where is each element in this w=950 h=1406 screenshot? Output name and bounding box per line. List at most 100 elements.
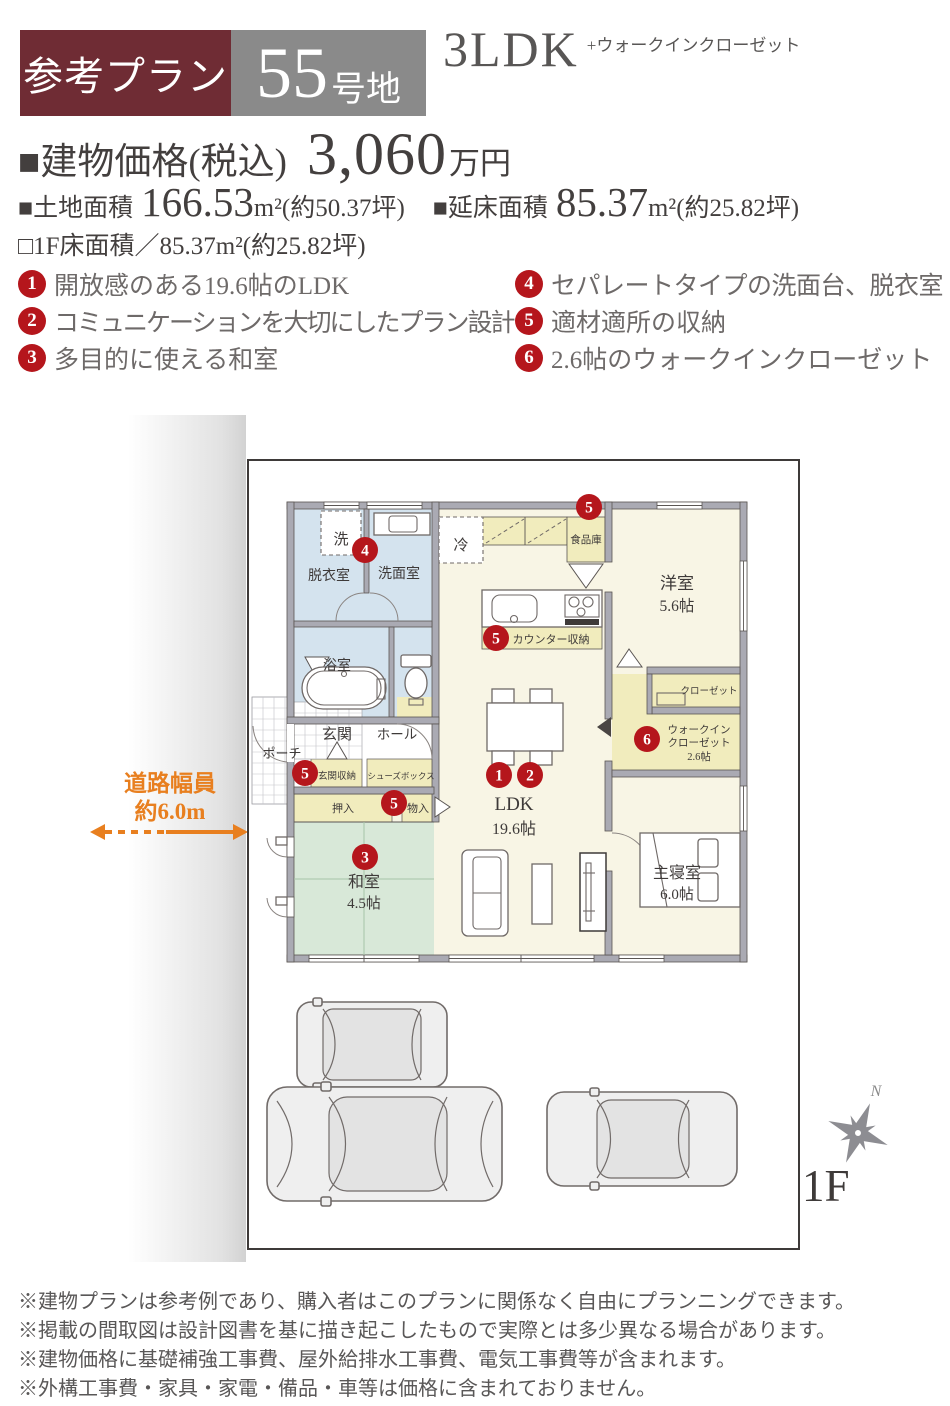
road-width-arrow: [90, 824, 248, 840]
closet-door-triangle: [616, 648, 643, 668]
badge-storage: 5: [381, 790, 407, 816]
floor-area-value: 85.37: [555, 179, 649, 225]
laundry-label: 洗: [333, 531, 348, 548]
layout-type-suffix: +ウォークインクローゼット: [586, 36, 801, 55]
wic-size: 2.6帖: [687, 750, 711, 763]
road-width-line1: 道路幅員: [124, 771, 216, 796]
bathtub: [301, 666, 387, 710]
compass-star: [828, 1103, 888, 1163]
feature-number-badge: 5: [515, 307, 543, 335]
porch-label: ポーチ: [262, 746, 301, 761]
badge-ldk-1: 1: [486, 762, 512, 788]
feature-text: 2.6帖のウォークインクローゼット: [551, 347, 933, 374]
badge-wic: 6: [634, 726, 660, 752]
svg-text:1: 1: [495, 768, 503, 785]
storage-label: 物入: [407, 801, 429, 815]
building-price: ■建物価格(税込) 3,060 万円: [18, 124, 511, 185]
windows: [286, 501, 748, 963]
svg-text:2: 2: [526, 768, 534, 785]
layout-type-main: 3LDK: [443, 21, 579, 77]
closet-label: クローゼット: [680, 685, 737, 697]
ldk-label: LDK: [494, 794, 533, 815]
svg-text:5: 5: [585, 500, 593, 517]
western-room-label: 洋室: [660, 574, 694, 593]
oshiire-label: 押入: [332, 801, 354, 815]
feature-item-6: 6 2.6帖のウォークインクローゼット: [515, 341, 932, 375]
lot-number: 55: [255, 33, 328, 113]
storage-door-triangle: [434, 796, 451, 818]
feature-number-badge: 6: [515, 344, 543, 372]
feature-text: 適材適所の収納: [551, 310, 727, 337]
svg-text:6: 6: [643, 732, 651, 749]
lot-number-suffix: 号地: [330, 69, 401, 109]
plan-badges: 5 4 5 6 5 5 1 2 3: [292, 494, 660, 870]
road-gradient-strip: [0, 415, 246, 1262]
compass-north-label: N: [870, 1083, 883, 1100]
lot-number-badge: 55 号地: [231, 30, 426, 116]
arrow-left-head: [90, 824, 105, 840]
first-floor-area: □1F床面積／85.37m²(約25.82坪): [18, 233, 366, 260]
svg-text:5: 5: [301, 766, 309, 783]
land-area-tsubo: (約50.37坪): [281, 195, 405, 222]
layout-type: 3LDK +ウォークインクローゼット: [443, 24, 800, 74]
footnote-line: ※掲載の間取図は設計図書を基に描き起こしたもので実際とは多少異なる場合があります…: [18, 1320, 836, 1342]
pantry-label: 食品庫: [570, 533, 602, 546]
footnote-line: ※建物プランは参考例であり、購入者はこのプランに関係なく自由にプランニングできま…: [18, 1291, 855, 1313]
floor-plan: 洗 脱衣室 洗面室 浴室 冷 食品庫 カウンター収納 洋室 5.6帖 クローゼッ…: [251, 494, 748, 1207]
bed: [639, 832, 741, 908]
svg-text:3: 3: [361, 850, 369, 867]
plan-type-label: 参考プラン: [23, 54, 228, 99]
room-labels: 洗 脱衣室 洗面室 浴室 冷 食品庫 カウンター収納 洋室 5.6帖 クローゼッ…: [262, 531, 737, 912]
feature-number-badge: 1: [18, 270, 46, 298]
japanese-room-label: 和室: [348, 873, 380, 891]
wic-entry-arrow: [597, 717, 611, 737]
plan-type-badge: 参考プラン: [20, 30, 231, 116]
feature-number-badge: 2: [18, 307, 46, 335]
floor-area-label: ■延床面積: [432, 195, 548, 222]
feature-item-2: 2 コミュニケーションを大切にしたプラン設計: [18, 304, 516, 338]
fridge-label: 冷: [453, 537, 468, 554]
road-width-label: 道路幅員 約6.0m: [92, 770, 248, 826]
master-bedroom-size: 6.0帖: [660, 886, 694, 903]
dining-set: [486, 688, 564, 766]
bathroom-label: 浴室: [323, 657, 351, 674]
western-room-size: 5.6帖: [660, 597, 695, 615]
wic-label-line2: クローゼット: [668, 737, 731, 749]
japanese-room-size: 4.5帖: [347, 895, 381, 912]
feature-item-5: 5 適材適所の収納: [515, 304, 726, 338]
badge-counter: 5: [483, 625, 509, 651]
car-compact: [296, 997, 448, 1092]
badge-laundry: 4: [352, 537, 378, 563]
road-width-line2: 約6.0m: [134, 799, 206, 824]
badge-japanese-room: 3: [352, 844, 378, 870]
badge-ldk-2: 2: [517, 762, 543, 788]
dressing-room-label: 脱衣室: [308, 567, 350, 584]
toilet: [400, 654, 432, 706]
feature-text: セパレートタイプの洗面台、脱衣室: [551, 273, 944, 300]
site-plot: 洗 脱衣室 洗面室 浴室 冷 食品庫 カウンター収納 洋室 5.6帖 クローゼッ…: [247, 459, 800, 1250]
land-area-unit: m²: [253, 193, 282, 222]
closet-interior: [656, 692, 686, 706]
feature-item-4: 4 セパレートタイプの洗面台、脱衣室: [515, 267, 944, 301]
upper-cabinets: [485, 517, 567, 545]
building-price-amount: 3,060: [307, 121, 447, 187]
land-area-value: 166.53: [141, 179, 254, 225]
vanity: [373, 512, 431, 536]
entrance-storage-triangle: [326, 741, 348, 760]
coffee-table: [531, 863, 553, 925]
sofa: [461, 849, 509, 937]
wic-label-line1: ウォークイン: [668, 724, 731, 736]
badge-pantry: 5: [576, 494, 602, 520]
floor-area-unit: m²: [648, 193, 677, 222]
feature-item-3: 3 多目的に使える和室: [18, 341, 278, 375]
kitchen-counter: [481, 589, 603, 628]
svg-text:5: 5: [390, 796, 398, 813]
feature-item-1: 1 開放感のある19.6帖のLDK: [18, 267, 349, 301]
entrance-storage-label: 玄関収納: [318, 770, 356, 782]
area-figures: ■土地面積 166.53 m² (約50.37坪) ■延床面積 85.37 m²…: [18, 182, 799, 224]
footnote-line: ※外構工事費・家具・家電・備品・車等は価格に含まれておりません。: [18, 1378, 657, 1400]
svg-text:4: 4: [361, 543, 369, 560]
hall-label: ホール: [377, 727, 418, 742]
land-area-label: ■土地面積: [18, 195, 134, 222]
